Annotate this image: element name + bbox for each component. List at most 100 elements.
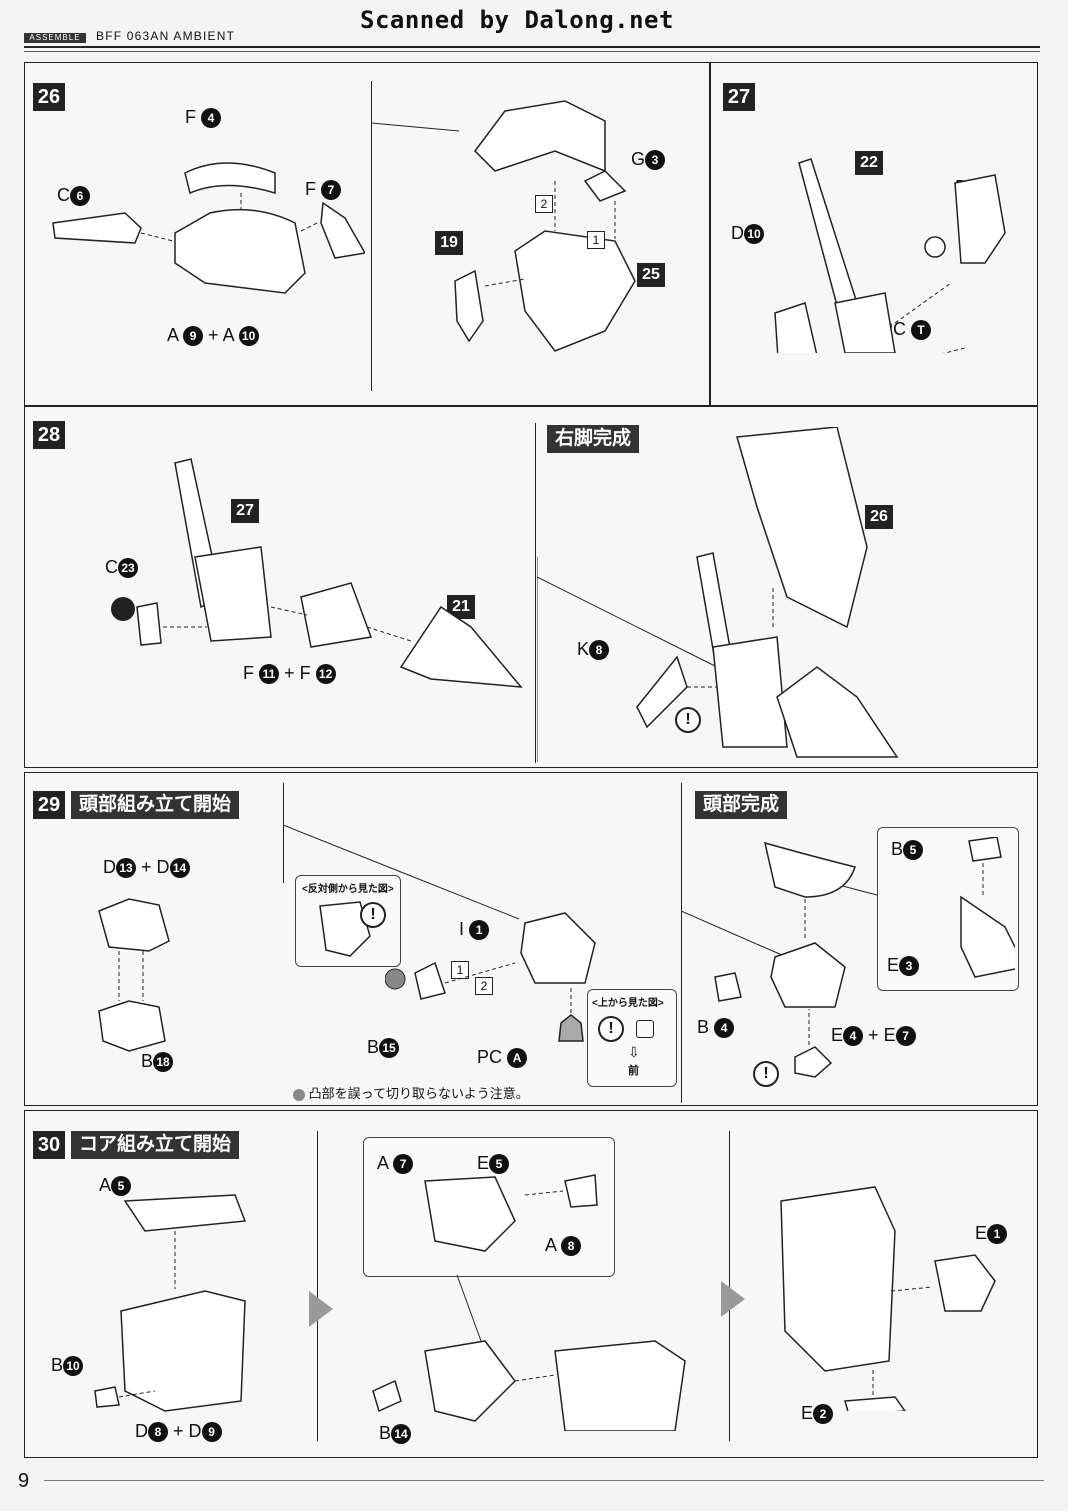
ref-badge: 22 xyxy=(855,151,883,175)
part-number-badge: 10 xyxy=(238,326,259,347)
part-number-badge: 4 xyxy=(843,1026,864,1047)
part-letter: B xyxy=(51,1355,64,1375)
part-letter: E xyxy=(477,1153,490,1173)
caution-note: 凸部を誤って切り取らないよう注意。 xyxy=(293,1083,529,1102)
part-letter: K xyxy=(577,639,590,659)
part-number-badge: 5 xyxy=(111,1176,132,1197)
part-letter: A xyxy=(545,1235,557,1255)
part-label-f4: F 4 xyxy=(185,107,222,129)
step-number-28: 28 xyxy=(33,421,65,449)
part-letter: E xyxy=(887,955,900,975)
part-number-badge: 8 xyxy=(561,1236,582,1257)
step-divider xyxy=(371,81,372,391)
part-letter: F xyxy=(185,107,196,127)
part-number-badge: 14 xyxy=(169,858,190,879)
part-letter: D xyxy=(135,1421,148,1441)
callout-lines xyxy=(371,83,460,132)
part-label-a8: A 8 xyxy=(545,1235,582,1257)
part-number-badge: 6 xyxy=(70,186,90,207)
part-letter: D xyxy=(103,857,116,877)
plus-sign: + xyxy=(141,857,152,877)
part-number-badge: 5 xyxy=(489,1154,510,1175)
part-letter: F xyxy=(305,179,316,199)
part-number-badge: 7 xyxy=(393,1154,414,1175)
callout-lines xyxy=(283,824,520,920)
header-rule xyxy=(24,46,1040,48)
ref-badge: 26 xyxy=(865,505,893,529)
part-number-badge: 9 xyxy=(201,1422,222,1443)
arrow-down-icon: ⇩ xyxy=(628,1044,640,1060)
next-arrow-icon xyxy=(721,1281,745,1317)
caution-icon: ! xyxy=(753,1061,779,1087)
part-letter: D xyxy=(188,1421,202,1441)
step-divider xyxy=(283,783,284,883)
part-letter: D xyxy=(731,223,744,243)
step-divider xyxy=(535,423,536,763)
leg-armor-drawing xyxy=(52,162,365,294)
order-marker-1: 1 xyxy=(587,231,605,249)
part-letter: A xyxy=(222,325,234,345)
ref-step-22: 22 xyxy=(855,151,883,175)
head-parts-drawing xyxy=(385,912,596,1042)
caution-icon: ! xyxy=(598,1016,624,1042)
part-number-badge: 12 xyxy=(315,664,336,685)
footer-rule xyxy=(44,1480,1044,1481)
part-letter: E xyxy=(801,1403,814,1423)
caution-icon: ! xyxy=(675,707,701,733)
step-divider xyxy=(317,1131,318,1441)
part-number-badge: T xyxy=(911,320,932,341)
part-letter: E xyxy=(975,1223,988,1243)
part-letter: E xyxy=(831,1025,844,1045)
right-leg-complete-drawing xyxy=(537,427,899,762)
part-number-badge: 9 xyxy=(183,326,204,347)
part-letter: A xyxy=(99,1175,112,1195)
part-number-badge: 2 xyxy=(813,1404,834,1425)
ref-step-27: 27 xyxy=(231,499,259,523)
part-number-badge: 15 xyxy=(379,1038,400,1059)
step-divider xyxy=(681,783,682,1103)
part-letter: F xyxy=(299,663,311,683)
head-assembly-title: 頭部組み立て開始 xyxy=(71,791,240,819)
page-number: 9 xyxy=(18,1470,30,1492)
part-number-badge: 8 xyxy=(148,1422,168,1443)
core-complete-drawing xyxy=(780,1186,996,1411)
part-number-badge: 8 xyxy=(589,640,610,661)
part-number-badge: 10 xyxy=(744,224,764,245)
leg-assembly-drawing xyxy=(454,100,636,352)
part-number-badge: 1 xyxy=(469,920,490,941)
ref-step-26: 26 xyxy=(865,505,893,529)
part-number-badge: 18 xyxy=(153,1052,174,1073)
part-label-pca: PC A xyxy=(477,1047,528,1069)
model-name: BFF 063AN AMBIENT xyxy=(96,29,236,43)
next-arrow-icon xyxy=(309,1291,333,1327)
step-number-27: 27 xyxy=(723,83,755,111)
part-label-f11-f12: F 11 + F 12 xyxy=(243,663,336,685)
part-letter: C xyxy=(105,557,118,577)
opposite-side-view-inset: <反対側から見た図> ! xyxy=(295,875,401,967)
part-number-badge: A xyxy=(507,1048,528,1069)
header-rule-thin xyxy=(24,51,1040,52)
plus-sign: + xyxy=(208,325,219,345)
part-letter: B xyxy=(141,1051,154,1071)
step-number-29: 29 xyxy=(33,791,65,819)
part-number-badge: 10 xyxy=(63,1356,84,1377)
part-label-f7: F 7 xyxy=(305,179,342,201)
part-number-badge: 1 xyxy=(987,1224,1008,1245)
part-letter: I xyxy=(459,919,465,939)
part-number-badge: 14 xyxy=(391,1424,412,1445)
